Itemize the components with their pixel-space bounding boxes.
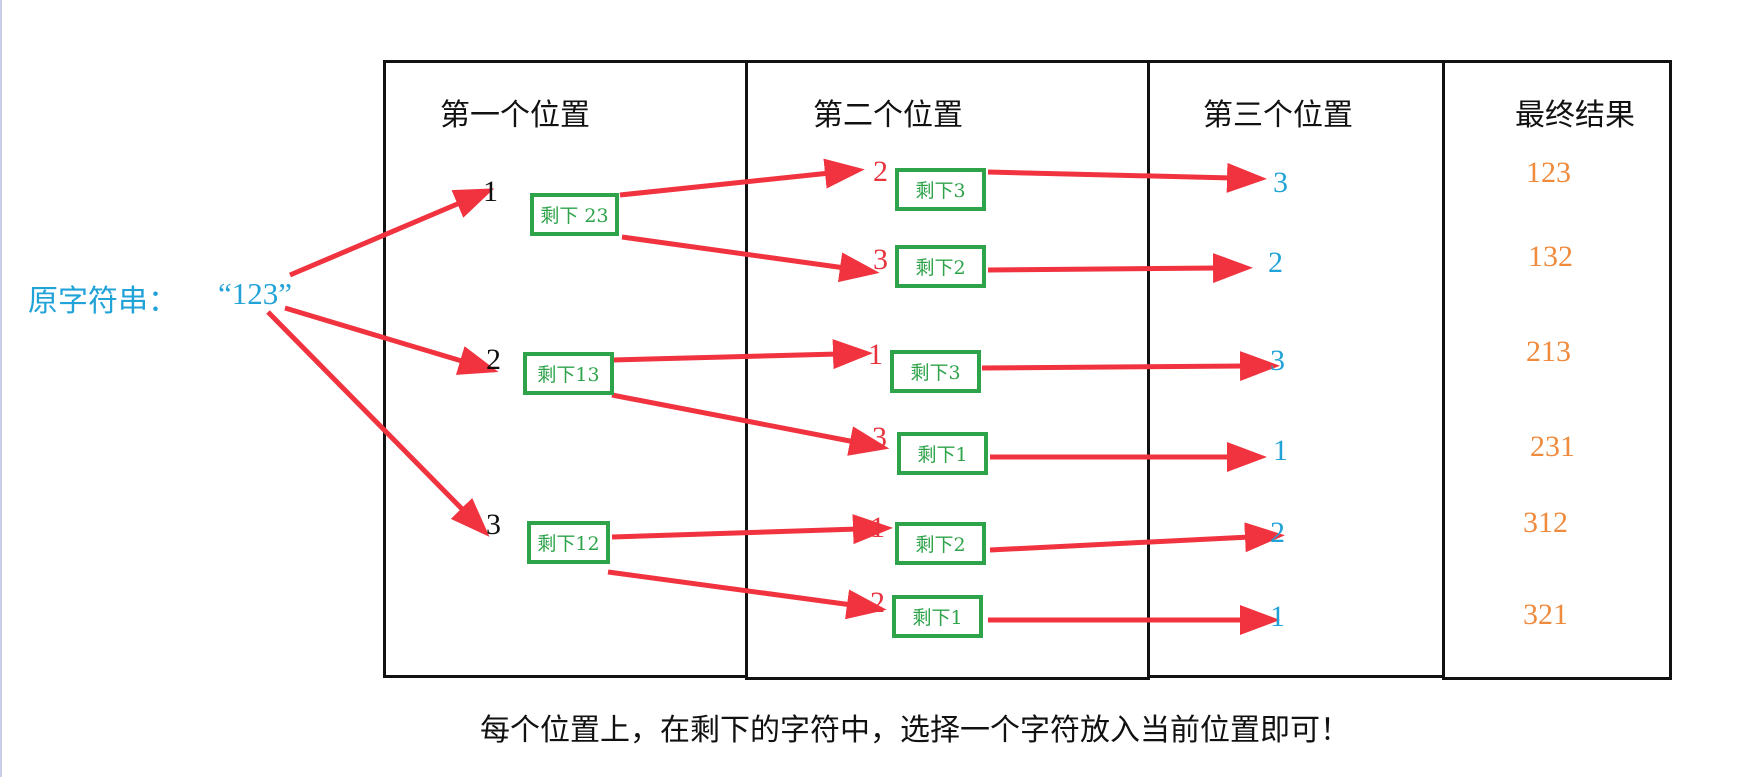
second-position-digit: 1: [870, 511, 885, 544]
first-remaining-box: 剩下13: [523, 352, 614, 395]
header-final-result: 最终结果: [1515, 98, 1635, 133]
arrow-second5-to-third5: [989, 522, 1285, 553]
arrow-first1-to-second1: [619, 158, 865, 198]
source-string-value: “123”: [218, 276, 293, 311]
header-second-position: 第二个位置: [813, 98, 963, 133]
arrow-first3-to-second5: [611, 514, 893, 545]
arrow-first2-to-second4: [611, 392, 890, 456]
second-position-digit: 3: [872, 421, 887, 454]
second-position-digit: 3: [873, 243, 888, 276]
column-box-result: [1442, 60, 1672, 680]
arrow-second2-to-third2: [987, 253, 1253, 284]
second-remaining-box: 剩下1: [897, 432, 988, 475]
second-remaining-box: 剩下2: [895, 522, 986, 565]
second-remaining-box: 剩下3: [890, 350, 981, 393]
arrow-source-to-first-3: [266, 310, 490, 537]
second-remaining-box: 剩下1: [892, 595, 983, 638]
arrow-first1-to-second2: [621, 234, 880, 283]
first-position-digit: 2: [486, 343, 501, 376]
arrow-source-to-first-2: [284, 305, 499, 375]
result-value: 312: [1523, 506, 1568, 539]
left-edge-line: [0, 0, 2, 777]
result-value: 231: [1530, 430, 1575, 463]
first-position-digit: 3: [486, 508, 501, 541]
second-position-digit: 2: [870, 586, 885, 619]
second-remaining-box: 剩下2: [895, 245, 986, 288]
arrow-first3-to-second6: [607, 569, 887, 620]
second-position-digit: 1: [868, 338, 883, 371]
source-string-label: 原字符串：: [28, 284, 178, 319]
result-value: 321: [1523, 598, 1568, 631]
third-position-digit: 1: [1270, 600, 1285, 633]
arrow-source-to-first-1: [289, 188, 495, 278]
third-position-digit: 3: [1273, 166, 1288, 199]
third-position-digit: 1: [1273, 434, 1288, 467]
second-remaining-box: 剩下3: [895, 168, 986, 211]
result-value: 213: [1526, 335, 1571, 368]
third-position-digit: 2: [1270, 516, 1285, 549]
result-value: 123: [1526, 156, 1571, 189]
third-position-digit: 2: [1268, 246, 1283, 279]
result-value: 132: [1528, 240, 1573, 273]
header-third-position: 第三个位置: [1203, 98, 1353, 133]
header-first-position: 第一个位置: [440, 98, 590, 133]
arrow-second3-to-third3: [981, 351, 1280, 382]
first-position-digit: 1: [483, 175, 498, 208]
first-remaining-box: 剩下12: [527, 521, 610, 564]
diagram-caption: 每个位置上，在剩下的字符中，选择一个字符放入当前位置即可！: [480, 713, 1350, 748]
arrow-first2-to-second3: [611, 339, 873, 370]
first-remaining-box: 剩下 23: [530, 193, 619, 236]
arrow-second1-to-third1: [987, 162, 1267, 193]
second-position-digit: 2: [873, 155, 888, 188]
third-position-digit: 3: [1270, 344, 1285, 377]
